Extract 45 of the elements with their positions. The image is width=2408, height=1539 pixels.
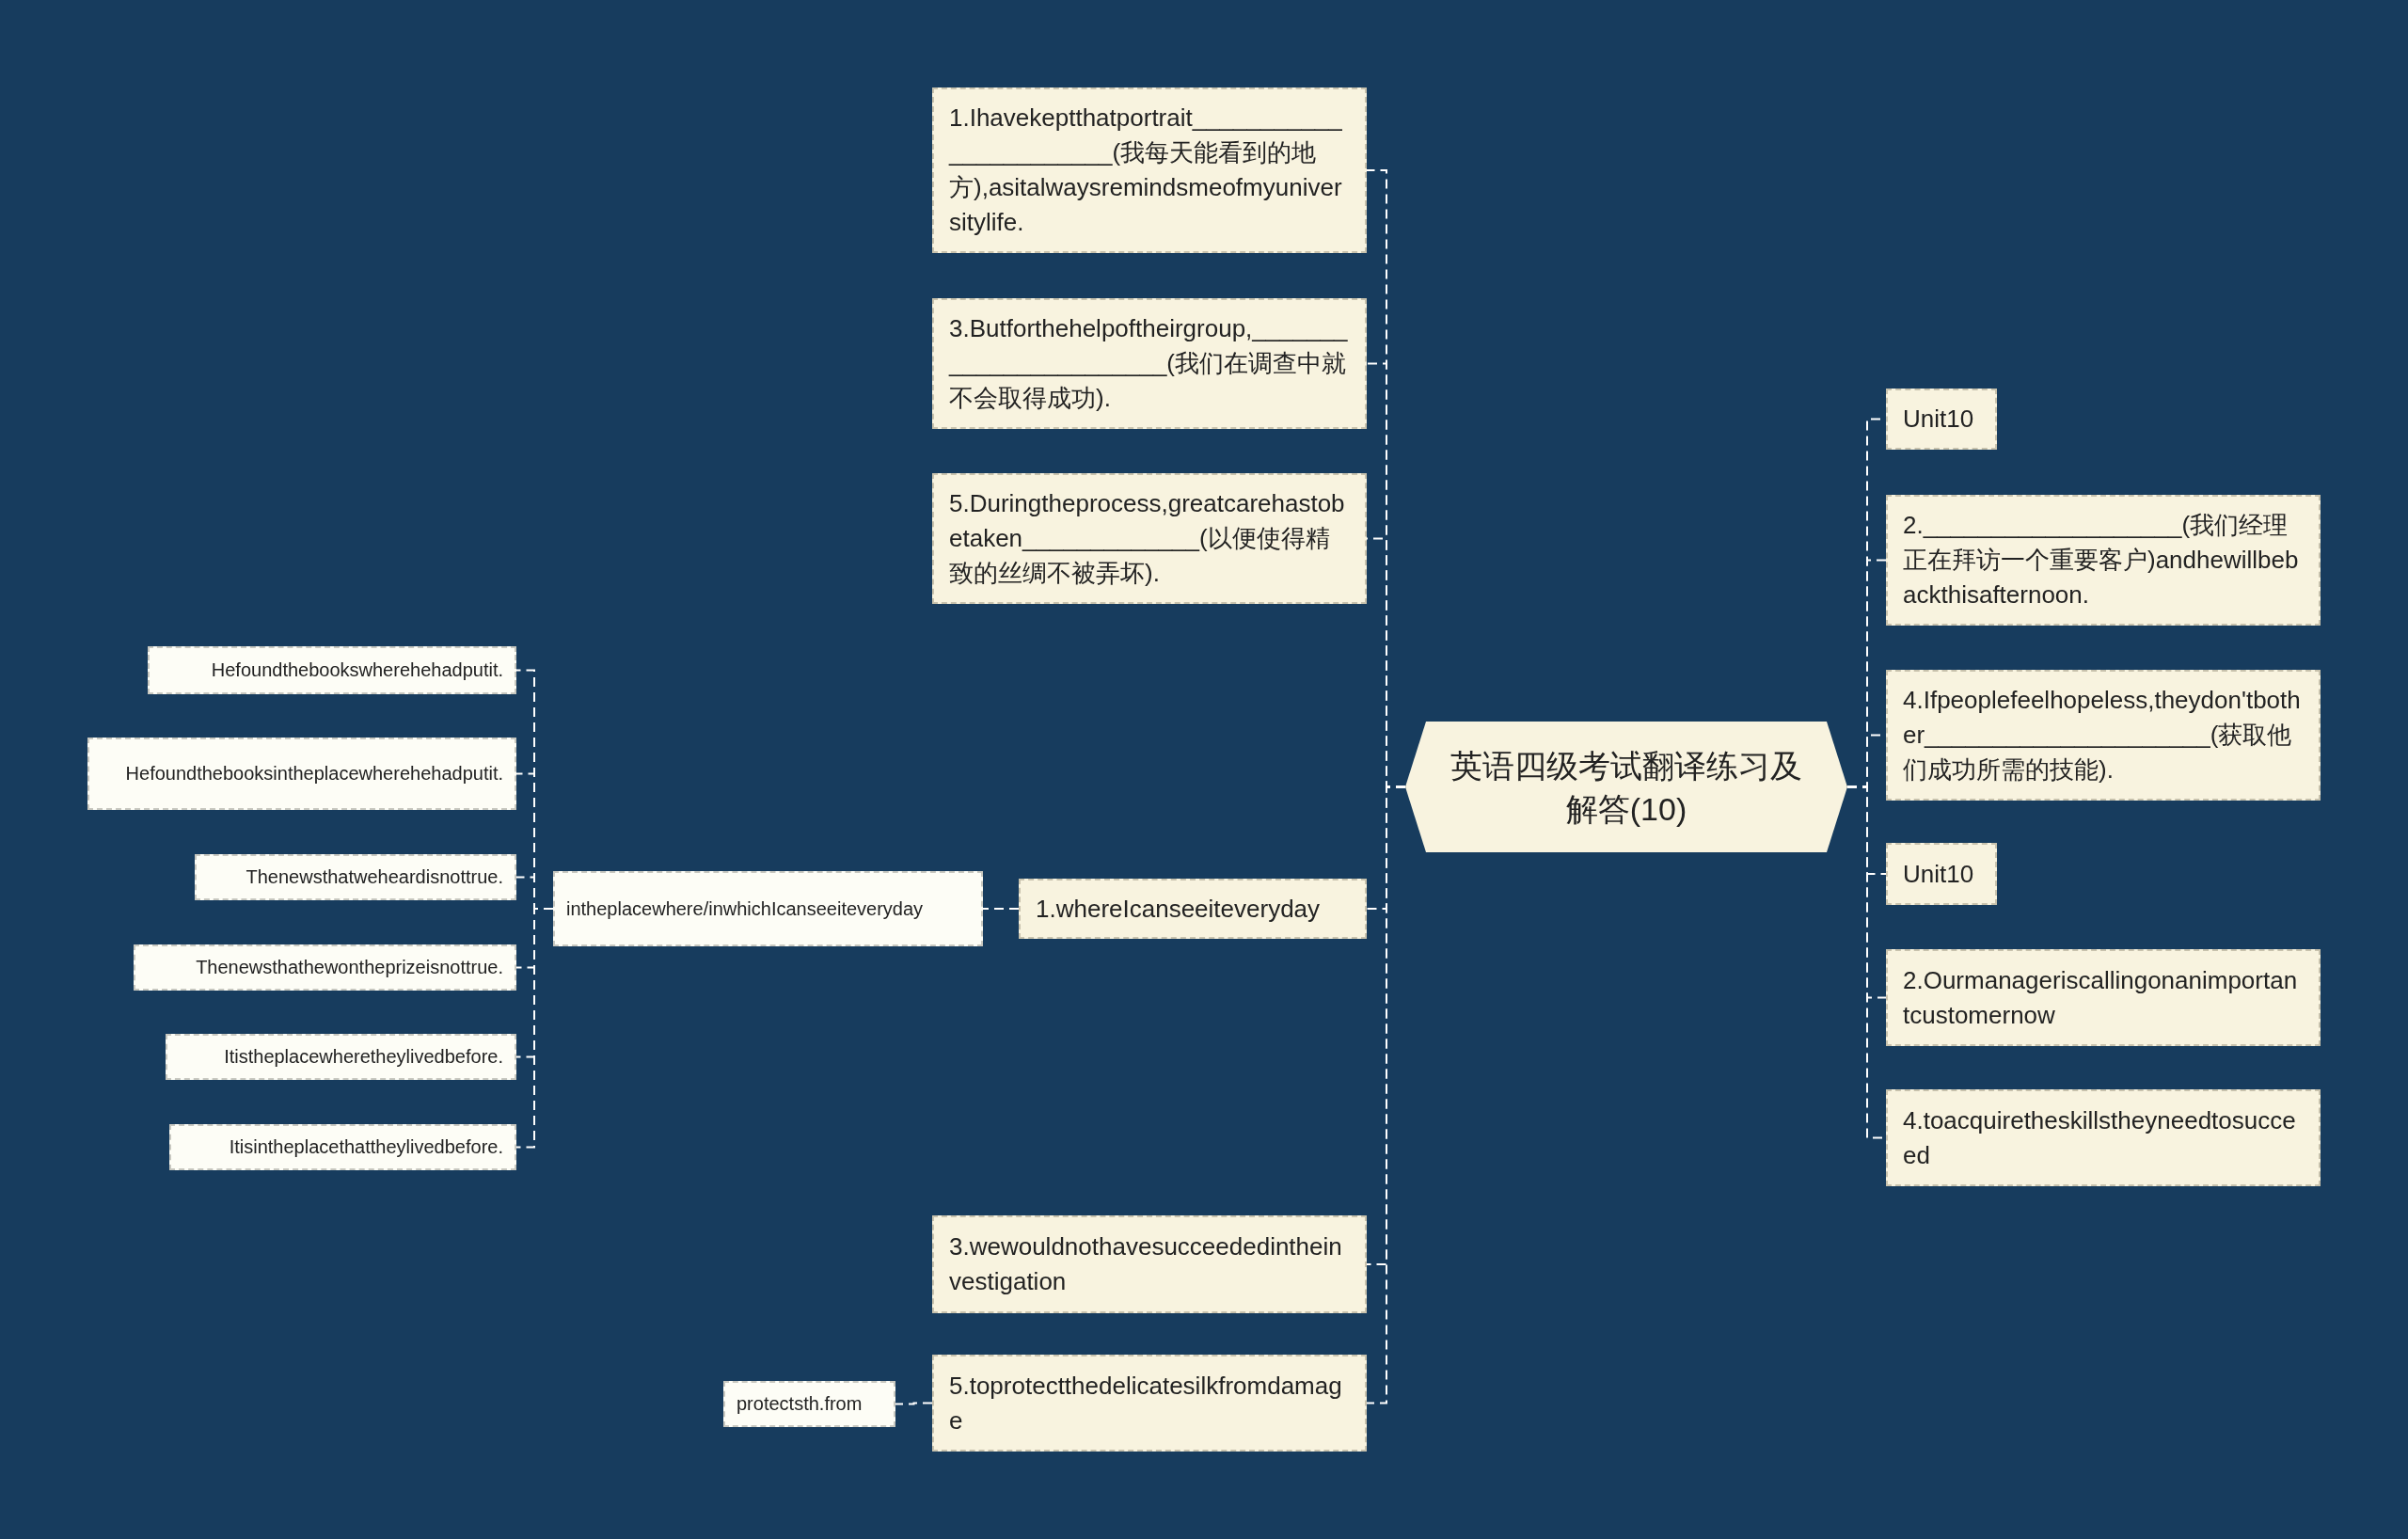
topic-text: intheplacewhere/inwhichIcanseeiteveryday bbox=[566, 896, 925, 921]
topic-text: 2.___________________(我们经理正在拜访一个重要客户)andhewillbebackthisafternoon. bbox=[1903, 510, 2300, 611]
topic-box bbox=[1886, 670, 2321, 801]
topic-box bbox=[1886, 1089, 2321, 1186]
topic-box bbox=[1886, 843, 1997, 905]
topic-box bbox=[932, 298, 1367, 429]
topic-box bbox=[723, 1381, 895, 1427]
topic-text: Itistheplacewheretheylivedbefore. bbox=[223, 1045, 503, 1069]
topic-text: Thenewsthathewontheprizeisnottrue. bbox=[195, 956, 503, 979]
topic-box bbox=[932, 1215, 1367, 1313]
topic-text: protectsth.from bbox=[737, 1392, 863, 1416]
topic-box bbox=[553, 871, 983, 946]
topic-box bbox=[195, 854, 516, 900]
connector-line bbox=[515, 908, 554, 1149]
topic-box bbox=[134, 944, 516, 991]
topic-title: 英语四级考试翻译练习及解答(10) bbox=[1450, 746, 1802, 829]
topic-text: 5.Duringtheprocess,greatcarehastobetaken_____________(以便使得精致的丝绸不被弄坏). bbox=[949, 488, 1346, 589]
topic-box bbox=[932, 473, 1367, 604]
topic-box bbox=[1019, 879, 1367, 939]
topic-box bbox=[932, 87, 1367, 253]
topic-text: 1.Ihavekeptthatportrait_______________________(我每天能看到的地方),asitalwaysremindsmeofmyuniversitylife. bbox=[949, 103, 1343, 238]
topic-text: 4.Ifpeoplefeelhopeless,theydon'tbother_____________________(获取他们成功所需的技能). bbox=[1903, 685, 2302, 785]
topic-text: Unit10 bbox=[1903, 404, 1975, 435]
connector-line bbox=[982, 908, 1020, 910]
topic-text: 3.Butforthehelpoftheirgroup,_______________________(我们在调查中就不会取得成功). bbox=[949, 313, 1349, 414]
topic-box bbox=[148, 646, 516, 694]
topic-box bbox=[932, 1355, 1367, 1452]
topic-hexagon bbox=[1405, 722, 1847, 852]
topic-text: Hefoundthebooksintheplacewherehehadputit. bbox=[124, 762, 503, 785]
topic-box bbox=[87, 738, 516, 810]
topic-box bbox=[1886, 495, 2321, 626]
topic-text: 1.whereIcanseeiteveryday bbox=[1036, 893, 1322, 925]
topic-box bbox=[169, 1124, 516, 1170]
topic-box bbox=[1886, 389, 1997, 450]
topic-text: 2.Ourmanageriscallingonanimportantcustomernow bbox=[1903, 964, 2299, 1031]
topic-text: Itisintheplacethattheylivedbefore. bbox=[228, 1135, 503, 1159]
topic-text: Thenewsthatweheardisnottrue. bbox=[245, 865, 503, 889]
topic-box bbox=[1886, 949, 2321, 1046]
topic-text: 4.toacquiretheskillstheyneedtosucceed bbox=[1903, 1104, 2297, 1171]
topic-text: 5.toprotectthedelicatesilkfromdamage bbox=[949, 1370, 1343, 1436]
topic-text: 3.wewouldnothavesucceededintheinvestigation bbox=[949, 1231, 1343, 1297]
topic-box bbox=[166, 1034, 516, 1080]
connector-line bbox=[895, 1402, 933, 1405]
topic-text: Hefoundthebookswherehehadputit. bbox=[210, 658, 503, 682]
topic-text: Unit10 bbox=[1903, 858, 1975, 890]
